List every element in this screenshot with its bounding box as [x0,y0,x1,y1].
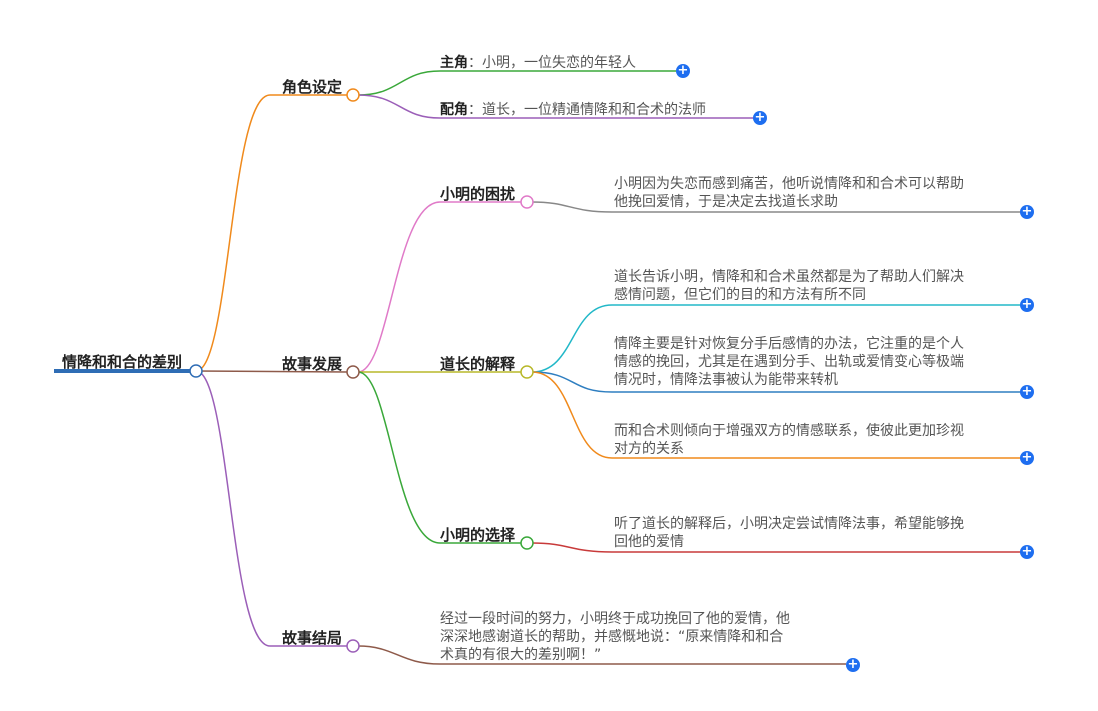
topic-trouble[interactable]: 小明的困扰 [440,185,516,203]
edge-story-trouble [357,201,522,373]
expand-choice-button[interactable]: + [1020,544,1034,559]
edge-root-story [195,370,349,373]
leaf-explain-3[interactable]: 而和合术则倾向于增强双方的情感联系，使彼此更加珍视 对方的关系 [614,423,964,457]
expand-explain-2-button[interactable]: + [1020,384,1034,399]
leaf-ending-text[interactable]: 经过一段时间的努力，小明终于成功挽回了他的爱情，他 深深地感谢道长的帮助，并感慨… [440,611,790,663]
leaf-support-text: 道长，一位精通情降和和合术的法师 [482,102,706,118]
leaf-lead-text: 小明，一位失恋的年轻人 [482,55,636,71]
edge-story-choice [357,371,522,544]
expand-explain-3-button[interactable]: + [1020,450,1034,465]
expand-lead-button[interactable]: + [676,63,690,78]
role-node-circle[interactable] [346,88,360,102]
explain-node-circle[interactable] [520,365,534,379]
leaf-lead-key: 主角 [440,55,468,71]
leaf-support[interactable]: 配角：道长，一位精通情降和和合术的法师 [440,99,706,119]
expand-explain-1-button[interactable]: + [1020,297,1034,312]
edge-choice-text [531,542,1022,553]
leaf-support-key: 配角 [440,102,468,118]
edge-explain-1 [531,304,1022,373]
expand-ending-button[interactable]: + [846,657,860,672]
topic-role[interactable]: 角色设定 [282,78,343,96]
edge-ending-text [357,645,846,665]
topic-ending[interactable]: 故事结局 [282,629,343,647]
leaf-choice-text[interactable]: 听了道长的解释后，小明决定尝试情降法事，希望能够挽 回他的爱情 [614,516,964,550]
topic-explain[interactable]: 道长的解释 [440,355,516,373]
topic-choice[interactable]: 小明的选择 [440,526,516,544]
leaf-lead[interactable]: 主角：小明，一位失恋的年轻人 [440,52,636,72]
edge-role-support [357,94,754,119]
leaf-support-sep: ： [468,102,482,118]
root-topic[interactable]: 情降和和合的差别 [62,353,183,371]
trouble-node-circle[interactable] [520,195,534,209]
leaf-trouble-text[interactable]: 小明因为失恋而感到痛苦，他听说情降和和合术可以帮助 他挽回爱情，于是决定去找道长… [614,176,964,210]
edge-explain-3 [531,371,1022,459]
edge-trouble-text [531,201,1022,213]
edge-explain-2 [531,371,1022,393]
edge-root-role [195,94,350,372]
story-node-circle[interactable] [346,365,360,379]
expand-trouble-button[interactable]: + [1020,204,1034,219]
edge-root-ending [195,370,348,647]
leaf-explain-2[interactable]: 情降主要是针对恢复分手后感情的办法，它注重的是个人 情感的挽回，尤其是在遇到分手… [614,336,964,388]
ending-node-circle[interactable] [346,639,360,653]
topic-story[interactable]: 故事发展 [282,355,343,373]
root-node-circle[interactable] [189,364,203,378]
expand-support-button[interactable]: + [753,110,767,125]
choice-node-circle[interactable] [520,536,534,550]
leaf-explain-1[interactable]: 道长告诉小明，情降和和合术虽然都是为了帮助人们解决 感情问题，但它们的目的和方法… [614,269,964,303]
edge-role-lead [357,70,676,96]
leaf-lead-sep: ： [468,55,482,71]
